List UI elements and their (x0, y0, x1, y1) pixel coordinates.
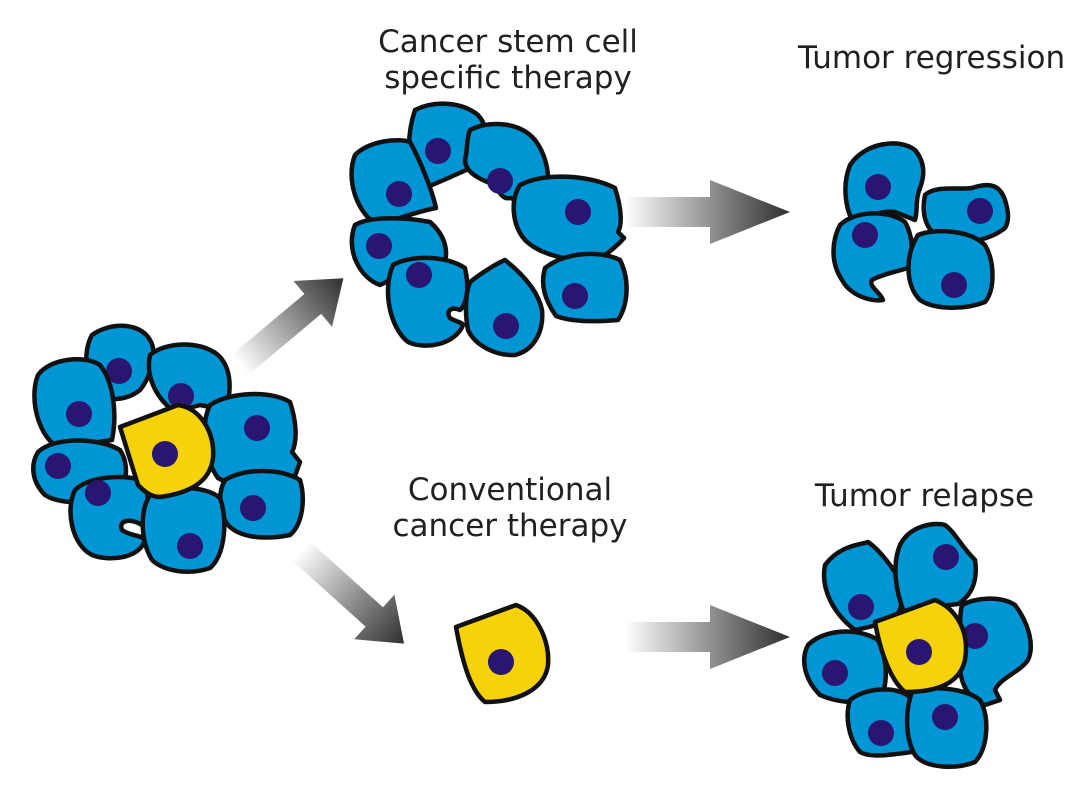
arrow-to-csc-treated (231, 278, 344, 375)
arrow-to-surviving-stem-cell (291, 540, 405, 644)
tumor-cell (349, 137, 439, 228)
label-csc-specific-therapy: Cancer stem cell specific therapy (378, 24, 638, 96)
cancer-stem-cell (117, 402, 216, 500)
tumor-cell (904, 686, 989, 769)
tumor-cell (463, 257, 545, 358)
tumor-cell (540, 251, 629, 324)
relapsed-tumor (802, 521, 1033, 769)
label-tumor-regression: Tumor regression (798, 40, 1066, 76)
tumor-cell (68, 474, 151, 561)
label-tumor-relapse: Tumor relapse (812, 478, 1037, 514)
label-line: cancer therapy (392, 508, 628, 544)
tumor-cell (957, 596, 1033, 708)
initial-tumor (31, 323, 305, 574)
tumor-cell (831, 211, 914, 303)
tumor-cell (32, 357, 117, 451)
label-line: specific therapy (384, 60, 632, 96)
tumor-cell (921, 182, 1011, 245)
label-line: Tumor regression (798, 40, 1066, 76)
tumor-cell (511, 174, 627, 263)
surviving-stem-cell (453, 602, 551, 705)
label-line: Tumor relapse (814, 478, 1035, 514)
tumor-cell (893, 521, 978, 618)
arrow-to-relapse (625, 605, 790, 669)
label-line: Cancer stem cell (378, 24, 638, 60)
cancer-stem-cell (872, 597, 969, 695)
label-conventional-therapy: Conventional cancer therapy (390, 472, 630, 544)
tumor-cell (140, 485, 227, 574)
cancer-stem-cell (453, 602, 551, 705)
tumor-cell (217, 468, 305, 540)
tumor-cell (385, 255, 470, 348)
label-line: Conventional (407, 472, 613, 508)
regressed-tumor (831, 141, 1011, 310)
arrow-to-regression (625, 180, 790, 244)
tumor-cell (146, 342, 232, 415)
tumor-cell (906, 228, 995, 310)
csc-treated-tumor (349, 101, 629, 358)
